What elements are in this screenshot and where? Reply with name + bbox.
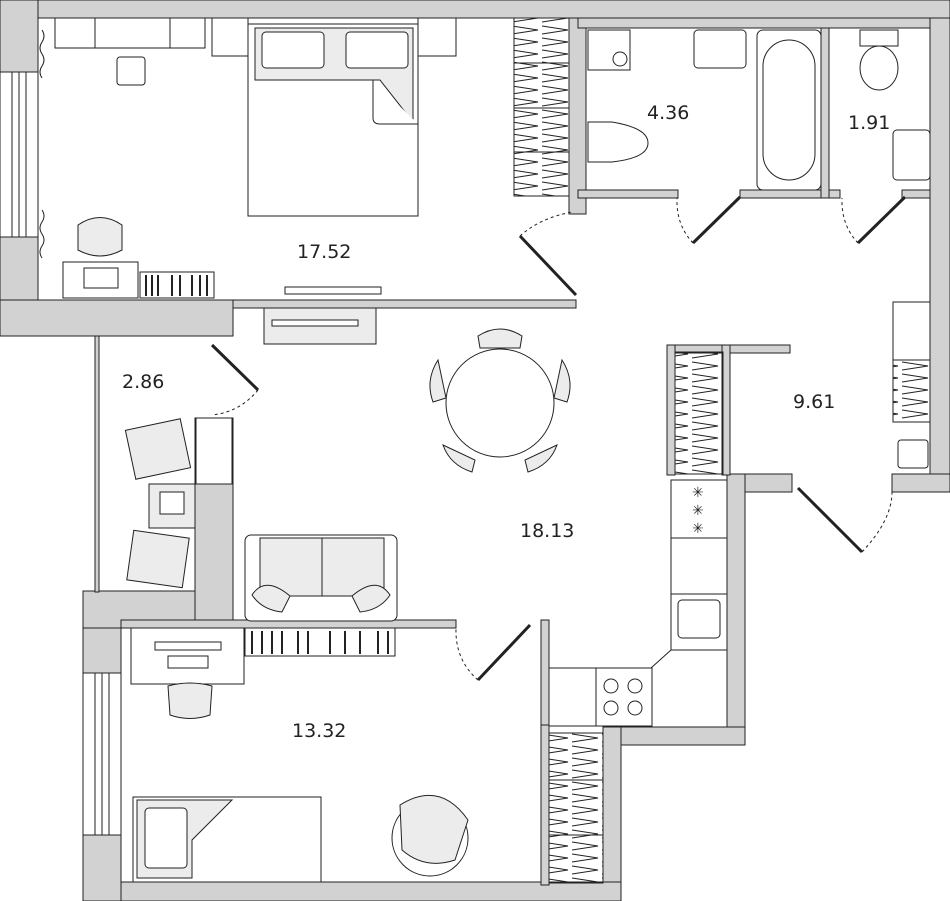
room-area-bathroom: 4.36 bbox=[647, 102, 689, 124]
svg-text:✳: ✳ bbox=[692, 521, 704, 537]
svg-text:✳: ✳ bbox=[692, 485, 704, 501]
wall-bath-wc-divider bbox=[820, 17, 830, 199]
wall-bedroom2-right-a bbox=[540, 619, 550, 733]
kitchen: ✳ ✳ ✳ bbox=[548, 479, 728, 728]
toilet-wc bbox=[859, 45, 899, 91]
keyboard-icon bbox=[167, 655, 209, 669]
wall-bath-top bbox=[577, 17, 931, 29]
closet-hall bbox=[674, 351, 724, 475]
side-table bbox=[116, 56, 146, 86]
sink-bath bbox=[693, 29, 747, 69]
room-area-living-kitchen: 18.13 bbox=[520, 520, 574, 542]
dryer-rack-bottom bbox=[126, 529, 190, 589]
wall-bedroom-bottom bbox=[232, 299, 577, 309]
chair-top bbox=[477, 328, 523, 349]
room-labels: 17.52 4.36 1.91 9.61 2.86 18.13 13.32 bbox=[122, 102, 890, 742]
nightstand-left bbox=[211, 17, 249, 57]
laptop-icon bbox=[83, 267, 119, 289]
wall-lower-step bbox=[602, 726, 746, 746]
stove bbox=[595, 667, 653, 727]
wall-closet-left bbox=[666, 344, 676, 476]
room-area-hallway: 9.61 bbox=[793, 391, 835, 413]
nightstand-right bbox=[417, 17, 457, 57]
newspaper-icon bbox=[159, 491, 185, 515]
bookshelf-bedroom2 bbox=[244, 627, 396, 657]
wardrobe-hall-top bbox=[513, 17, 570, 197]
bedroom1-furniture bbox=[39, 17, 457, 299]
chair-right-bottom bbox=[524, 444, 558, 473]
wall-lower-right bbox=[602, 726, 622, 901]
sink-wc bbox=[892, 129, 931, 181]
wall-bath-bottom-a bbox=[577, 189, 679, 199]
storage-furniture bbox=[124, 417, 233, 589]
room-area-bedroom-2: 13.32 bbox=[292, 720, 346, 742]
svg-text:✳: ✳ bbox=[692, 503, 704, 519]
wall-bedroom-bottom-left bbox=[0, 299, 234, 337]
toilet-cistern bbox=[859, 29, 899, 47]
tv-bedroom1 bbox=[284, 286, 382, 295]
wall-top bbox=[0, 0, 950, 19]
pillow-bedroom2 bbox=[144, 807, 188, 869]
chair-bedroom2 bbox=[167, 682, 213, 719]
shelf-storage bbox=[195, 417, 233, 485]
wall-kitchen-right bbox=[726, 473, 746, 745]
wall-bath-left bbox=[568, 17, 587, 215]
wall-right-step bbox=[891, 473, 950, 493]
dryer-rack-top bbox=[124, 418, 192, 480]
dining-set bbox=[429, 328, 571, 473]
monitor-icon bbox=[154, 641, 222, 651]
wardrobe-bedroom2 bbox=[548, 732, 604, 884]
dining-table bbox=[445, 348, 555, 458]
toilet-bath bbox=[587, 121, 649, 163]
room-area-bedroom-1: 17.52 bbox=[297, 241, 351, 263]
wall-storage-left bbox=[94, 335, 100, 593]
pillow-right bbox=[345, 31, 409, 69]
chair-left-top bbox=[429, 358, 447, 403]
pillow-left bbox=[261, 31, 325, 69]
pouf-hall bbox=[897, 439, 929, 469]
shoe-rack bbox=[892, 301, 931, 361]
bathroom-fixtures bbox=[587, 29, 931, 191]
room-area-storage: 2.86 bbox=[122, 371, 164, 393]
chair-bedroom1 bbox=[77, 217, 123, 257]
room-area-toilet: 1.91 bbox=[848, 112, 890, 134]
tv-stand-living bbox=[263, 307, 377, 345]
chair-left-bottom bbox=[442, 444, 476, 473]
bedroom2-furniture bbox=[130, 627, 604, 884]
wall-wc-bottom bbox=[901, 189, 931, 199]
wall-right bbox=[929, 17, 950, 493]
cooktop-induction bbox=[670, 479, 728, 539]
doors bbox=[210, 195, 907, 682]
chair-right-top bbox=[553, 358, 571, 403]
windows bbox=[0, 71, 122, 836]
wall-bottom bbox=[82, 881, 622, 901]
wardrobe-hall bbox=[892, 359, 931, 423]
hall-furniture bbox=[674, 301, 931, 475]
sofa bbox=[244, 534, 398, 622]
wall-bedroom2-right-b bbox=[540, 724, 550, 886]
